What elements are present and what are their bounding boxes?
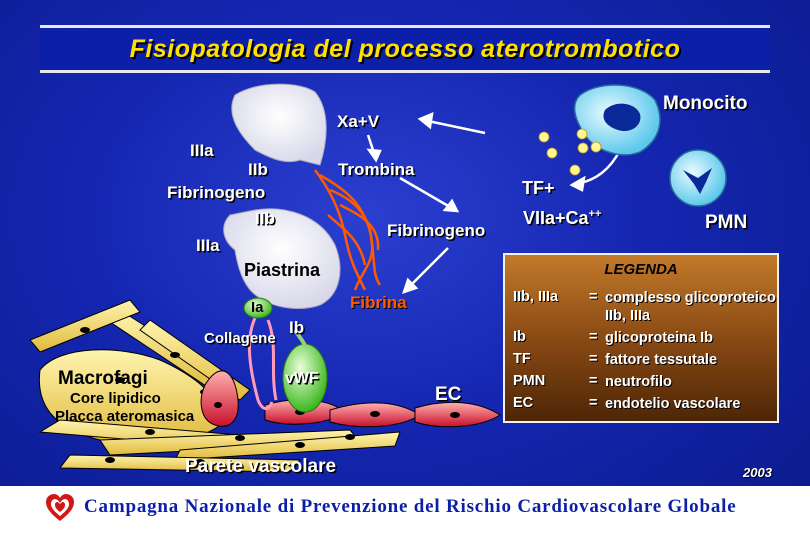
label-parete-vascolare: Parete vascolare: [185, 456, 337, 477]
label-piastrina: Piastrina: [244, 260, 321, 280]
legend-value: glicoproteina Ib: [605, 330, 713, 346]
legend-eq: =: [589, 329, 598, 345]
label-iib-top: IIb: [248, 160, 268, 179]
label-fibrina: Fibrina: [350, 293, 407, 312]
collagen-fibers: [247, 317, 278, 410]
title-bar: Fisiopatologia del processo aterotrombot…: [40, 25, 770, 73]
label-placca: Placca ateromasica: [55, 408, 195, 425]
legend-value: fattore tessutale: [605, 352, 718, 368]
platelet-lower: [223, 208, 341, 310]
label-vwf: vWF: [285, 370, 319, 387]
legend-eq: =: [589, 351, 598, 367]
vascular-wall-cells: [29, 299, 401, 473]
label-macrofagi: Macrofagi: [58, 368, 148, 389]
heart-logo-icon: [46, 494, 74, 521]
legend-box: LEGENDA IIb, IIIa = complesso glicoprote…: [503, 253, 779, 423]
legend-value: endotelio vascolare: [605, 396, 741, 412]
ib-link: [293, 328, 307, 347]
label-collagene: Collagene: [204, 330, 276, 347]
legend-key: TF: [513, 351, 531, 367]
legend-key: Ib: [513, 329, 526, 345]
page-title: Fisiopatologia del processo aterotrombot…: [129, 35, 681, 63]
monocyte-nucleus: [603, 103, 641, 132]
label-ec: EC: [435, 384, 462, 405]
legend-eq: =: [589, 373, 598, 389]
legend-eq: =: [589, 395, 598, 411]
legend-eq: =: [589, 289, 598, 305]
label-xa-v: Xa+V: [337, 112, 380, 131]
legend-key: IIb, IIIa: [513, 289, 559, 305]
legend-title: LEGENDA: [604, 261, 678, 278]
fibrin-strands: [313, 169, 382, 291]
legend-key: EC: [513, 395, 534, 411]
label-fibrinogeno-right: Fibrinogeno: [387, 221, 486, 240]
label-core-lipidico: Core lipidico: [70, 390, 161, 407]
year-label: 2003: [743, 465, 772, 480]
footer-bar: Campagna Nazionale di Prevenzione del Ri…: [0, 486, 810, 540]
legend-key: PMN: [513, 373, 546, 389]
label-monocito: Monocito: [663, 93, 748, 114]
legend-value: complesso glicoproteico IIb, IIIa: [605, 290, 776, 324]
label-fibrinogeno-left: Fibrinogeno: [167, 183, 266, 202]
label-pmn: PMN: [705, 212, 748, 233]
label-ib: Ib: [289, 318, 305, 337]
platelet-upper: [231, 83, 327, 166]
label-trombina: Trombina: [338, 160, 415, 179]
label-ia: Ia: [251, 299, 264, 316]
legend-value: neutrofilo: [605, 374, 672, 390]
granules: [538, 128, 602, 176]
label-iiia-top: IIIa: [190, 141, 214, 160]
label-iib-bottom: IIb: [255, 209, 275, 228]
label-iiia-bottom: IIIa: [196, 236, 220, 255]
pmn-nucleus: [683, 168, 712, 194]
label-viia-ca: VIIa+Ca++: [523, 208, 602, 228]
footer-text: Campagna Nazionale di Prevenzione del Ri…: [84, 496, 737, 517]
ia-receptor: [243, 297, 273, 319]
label-tf: TF+: [522, 178, 555, 198]
